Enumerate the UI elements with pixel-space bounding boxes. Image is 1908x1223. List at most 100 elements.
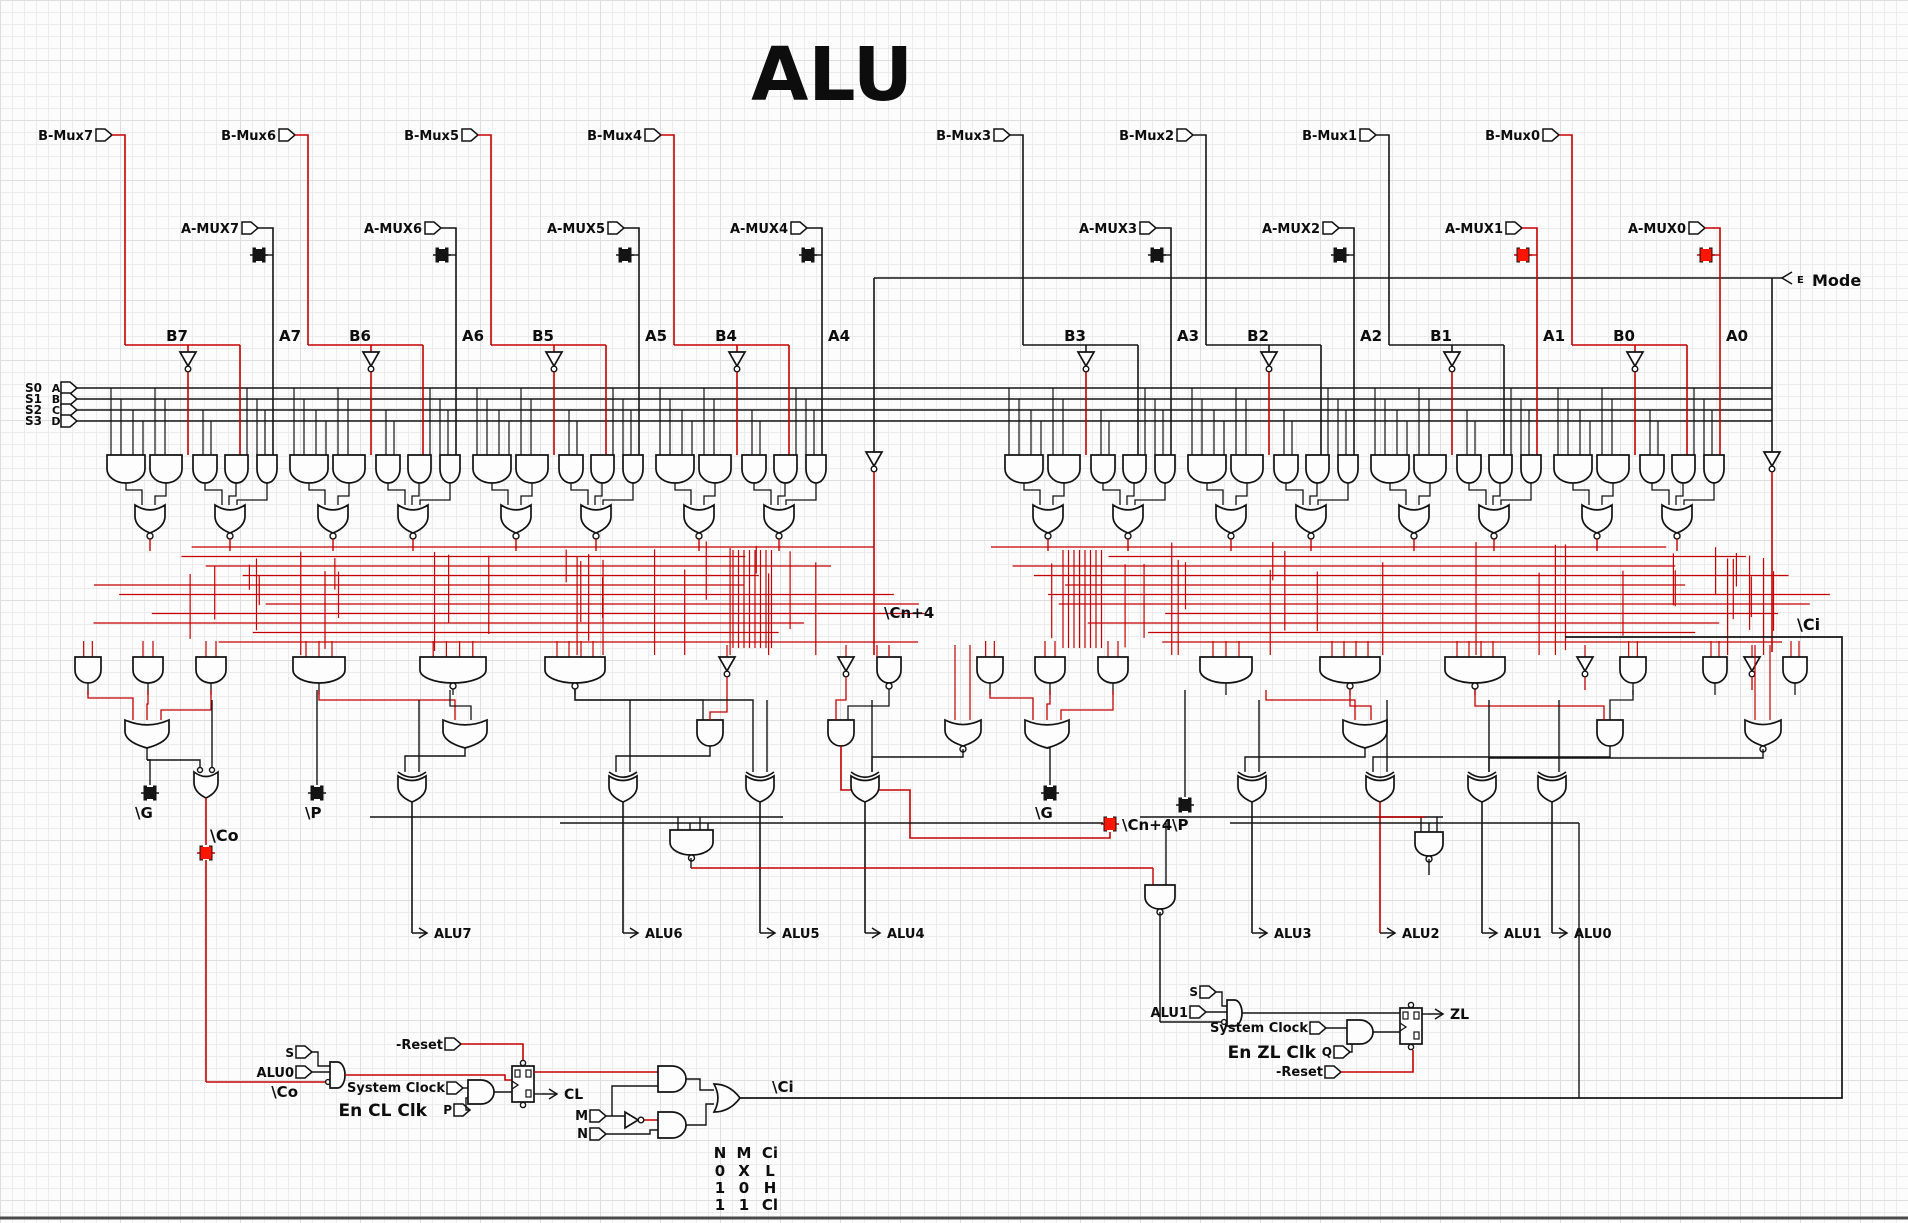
nor-gate[interactable] xyxy=(1581,503,1613,534)
and-gate[interactable] xyxy=(1370,454,1410,484)
probe[interactable] xyxy=(1516,247,1530,263)
mux-gate[interactable] xyxy=(329,1061,346,1089)
inverter[interactable] xyxy=(361,351,381,368)
and-gate[interactable] xyxy=(1553,454,1593,484)
inverter[interactable] xyxy=(836,656,856,673)
output-connector[interactable] xyxy=(629,927,640,939)
nand-gate[interactable] xyxy=(193,770,219,799)
and-gate[interactable] xyxy=(439,454,461,484)
nor-gate[interactable] xyxy=(763,503,795,534)
nor-gate[interactable] xyxy=(1661,503,1693,534)
or-gate[interactable] xyxy=(1024,718,1070,749)
and-gate[interactable] xyxy=(74,656,102,684)
and-gate[interactable] xyxy=(1782,656,1808,684)
input-connector[interactable] xyxy=(1688,221,1707,235)
input-connector[interactable] xyxy=(1189,1005,1208,1019)
and-gate[interactable] xyxy=(375,454,401,484)
input-connector[interactable] xyxy=(1309,1021,1328,1035)
nor-gate[interactable] xyxy=(1032,503,1064,534)
input-connector[interactable] xyxy=(295,1065,314,1079)
nand-gate[interactable] xyxy=(876,656,902,684)
or-gate[interactable] xyxy=(124,718,170,749)
inverter[interactable] xyxy=(1575,656,1595,673)
nor-gate[interactable] xyxy=(683,503,715,534)
and-gate[interactable] xyxy=(1703,454,1725,484)
and-gate[interactable] xyxy=(1199,656,1253,684)
nand-gate[interactable] xyxy=(1319,656,1381,684)
and-gate[interactable] xyxy=(1346,1019,1374,1045)
output-connector[interactable] xyxy=(418,927,429,939)
input-connector[interactable] xyxy=(60,414,79,428)
nand-gate[interactable] xyxy=(1144,884,1176,910)
and-gate[interactable] xyxy=(590,454,615,484)
nor-gate[interactable] xyxy=(1744,718,1782,747)
inverter[interactable] xyxy=(544,351,564,368)
and-gate[interactable] xyxy=(1671,454,1696,484)
output-connector[interactable] xyxy=(1558,927,1569,939)
input-connector[interactable] xyxy=(589,1109,608,1123)
nor-gate[interactable] xyxy=(944,718,982,747)
probe[interactable] xyxy=(1333,247,1347,263)
and-gate[interactable] xyxy=(472,454,512,484)
and-gate[interactable] xyxy=(741,454,767,484)
and-gate[interactable] xyxy=(1004,454,1044,484)
input-connector[interactable] xyxy=(60,381,79,395)
xor-gate[interactable] xyxy=(1365,774,1395,803)
input-connector[interactable] xyxy=(1324,1065,1343,1079)
and-gate[interactable] xyxy=(805,454,827,484)
and-gate[interactable] xyxy=(256,454,278,484)
inverter[interactable] xyxy=(1762,451,1782,468)
and-gate[interactable] xyxy=(976,656,1004,684)
probe[interactable] xyxy=(435,247,449,263)
and-gate[interactable] xyxy=(1154,454,1176,484)
and-gate[interactable] xyxy=(1639,454,1665,484)
inverter[interactable] xyxy=(864,451,884,468)
mux-gate[interactable] xyxy=(1226,999,1243,1027)
nand-gate[interactable] xyxy=(669,829,714,856)
probe[interactable] xyxy=(1103,816,1117,832)
input-connector[interactable] xyxy=(444,1037,463,1051)
input-connector[interactable] xyxy=(295,1045,314,1059)
and-gate[interactable] xyxy=(407,454,432,484)
xor-gate[interactable] xyxy=(1467,774,1497,803)
input-connector[interactable] xyxy=(607,221,626,235)
nor-gate[interactable] xyxy=(500,503,532,534)
nand-gate[interactable] xyxy=(544,656,606,684)
and-gate[interactable] xyxy=(195,656,227,684)
nor-gate[interactable] xyxy=(1398,503,1430,534)
and-gate[interactable] xyxy=(1488,454,1513,484)
output-connector[interactable] xyxy=(1488,927,1499,939)
output-connector[interactable] xyxy=(1780,271,1793,285)
inverter[interactable] xyxy=(178,351,198,368)
output-connector[interactable] xyxy=(871,927,882,939)
inverter[interactable] xyxy=(1742,656,1762,673)
nor-gate[interactable] xyxy=(1215,503,1247,534)
xor-gate[interactable] xyxy=(1537,774,1567,803)
inverter[interactable] xyxy=(624,1110,640,1130)
input-connector[interactable] xyxy=(1322,221,1341,235)
and-gate[interactable] xyxy=(827,719,855,747)
and-gate[interactable] xyxy=(515,454,549,484)
input-connector[interactable] xyxy=(993,128,1012,142)
output-connector[interactable] xyxy=(1258,927,1269,939)
and-gate[interactable] xyxy=(132,656,164,684)
and-gate[interactable] xyxy=(657,1111,687,1139)
input-connector[interactable] xyxy=(95,128,114,142)
inverter[interactable] xyxy=(1625,351,1645,368)
xor-gate[interactable] xyxy=(608,774,638,803)
and-gate[interactable] xyxy=(1596,454,1630,484)
nand-gate[interactable] xyxy=(419,656,487,684)
and-gate[interactable] xyxy=(106,454,146,484)
input-connector[interactable] xyxy=(1139,221,1158,235)
inverter[interactable] xyxy=(727,351,747,368)
inverter[interactable] xyxy=(717,656,737,673)
and-gate[interactable] xyxy=(467,1079,495,1105)
inverter[interactable] xyxy=(1076,351,1096,368)
and-gate[interactable] xyxy=(1619,656,1647,684)
nor-gate[interactable] xyxy=(214,503,246,534)
output-connector[interactable] xyxy=(1434,1008,1445,1020)
or-gate[interactable] xyxy=(712,1083,742,1113)
input-connector[interactable] xyxy=(60,392,79,406)
or-gate[interactable] xyxy=(1342,718,1388,749)
inverter[interactable] xyxy=(1259,351,1279,368)
